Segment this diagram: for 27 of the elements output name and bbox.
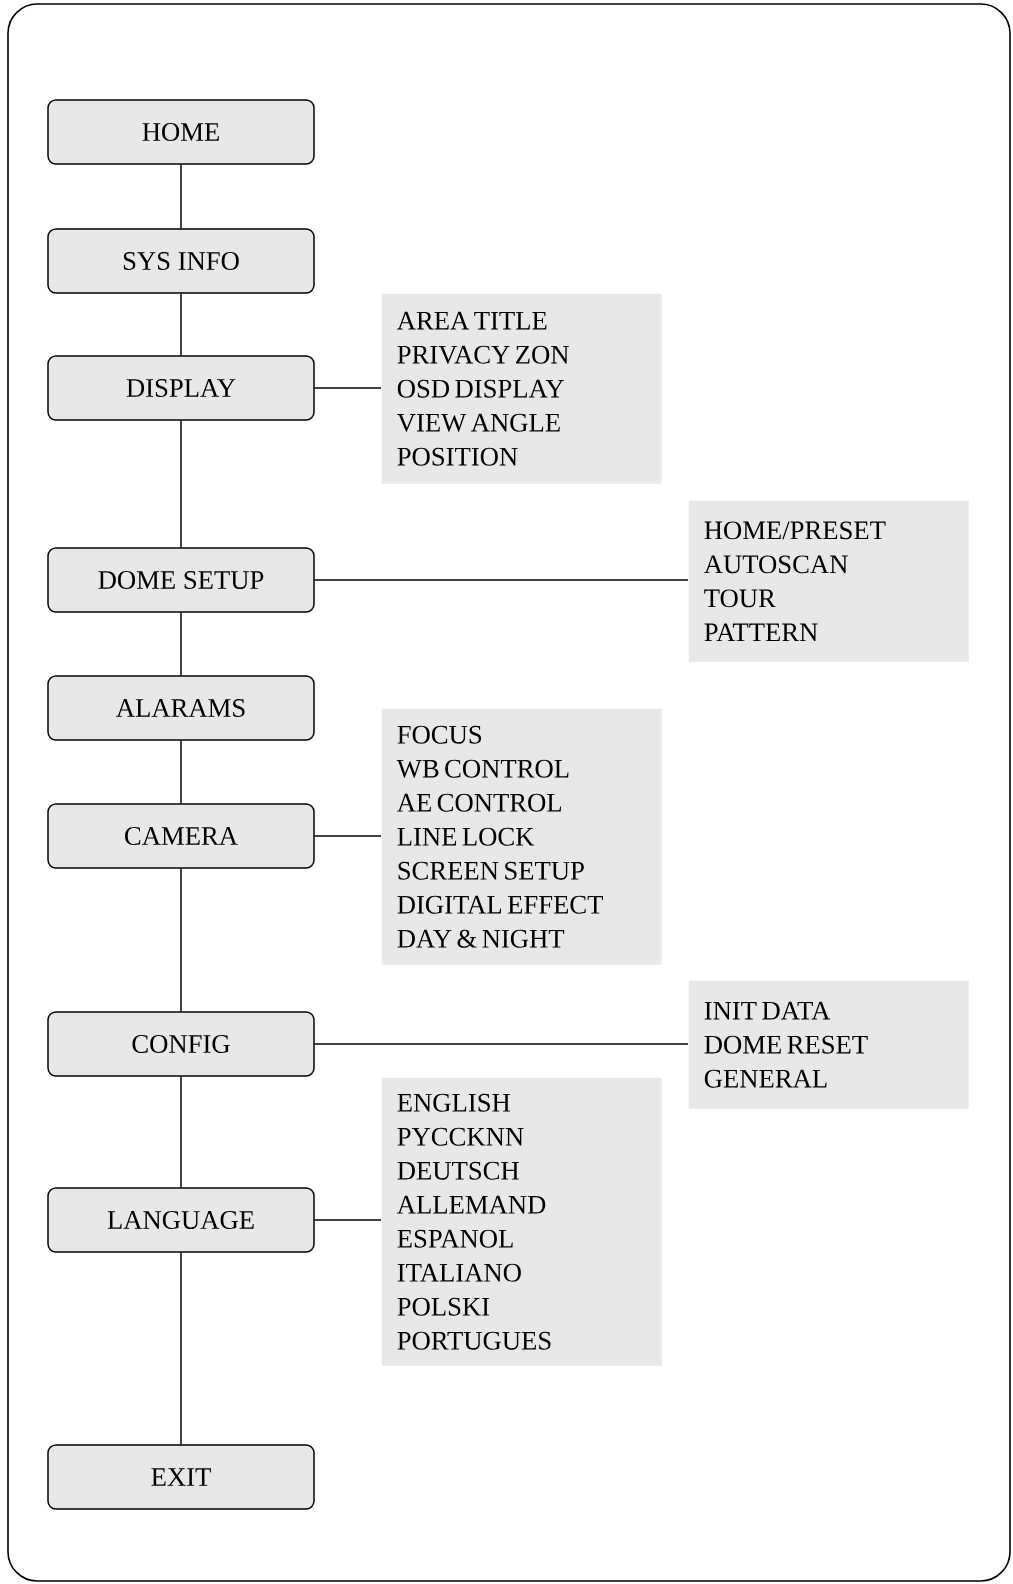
- submenu-list: INIT DATA DOME RESET GENERAL: [688, 980, 969, 1109]
- submenu-list: ENGLISH PYCCKNN DEUTSCH ALLEMAND ESPANOL ITALIANO POLSKI PORTUGUES: [381, 1077, 662, 1366]
- connector-line: [180, 1252, 182, 1445]
- connector-line: [314, 1043, 689, 1045]
- submenu-list: HOME/PRESET AUTOSCAN TOUR PATTERN: [688, 500, 969, 662]
- connector-line: [180, 740, 182, 804]
- menu-box: EXIT: [47, 1444, 315, 1510]
- connector-line: [180, 612, 182, 676]
- menu-box: SYS INFO: [47, 228, 315, 294]
- connector-line: [180, 164, 182, 229]
- menu-box: ALARAMS: [47, 675, 315, 741]
- connector-line: [180, 293, 182, 356]
- menu-box: CONFIG: [47, 1011, 315, 1077]
- submenu-list: AREA TITLE PRIVACY ZON OSD DISPLAY VIEW ANGLE POSITION: [381, 293, 662, 484]
- submenu-list: FOCUS WB CONTROL AE CONTROL LINE LOCK SCREEN SETUP DIGITAL EFFECT DAY & NIGHT: [381, 708, 662, 965]
- connector-line: [314, 579, 689, 581]
- menu-box: CAMERA: [47, 803, 315, 869]
- connector-line: [314, 1219, 382, 1221]
- connector-line: [180, 1076, 182, 1188]
- menu-box: DISPLAY: [47, 355, 315, 421]
- menu-box: LANGUAGE: [47, 1187, 315, 1253]
- connector-line: [314, 387, 382, 389]
- menu-box: DOME SETUP: [47, 547, 315, 613]
- connector-line: [180, 868, 182, 1012]
- menu-box: HOME: [47, 99, 315, 165]
- connector-line: [180, 420, 182, 548]
- connector-line: [314, 835, 382, 837]
